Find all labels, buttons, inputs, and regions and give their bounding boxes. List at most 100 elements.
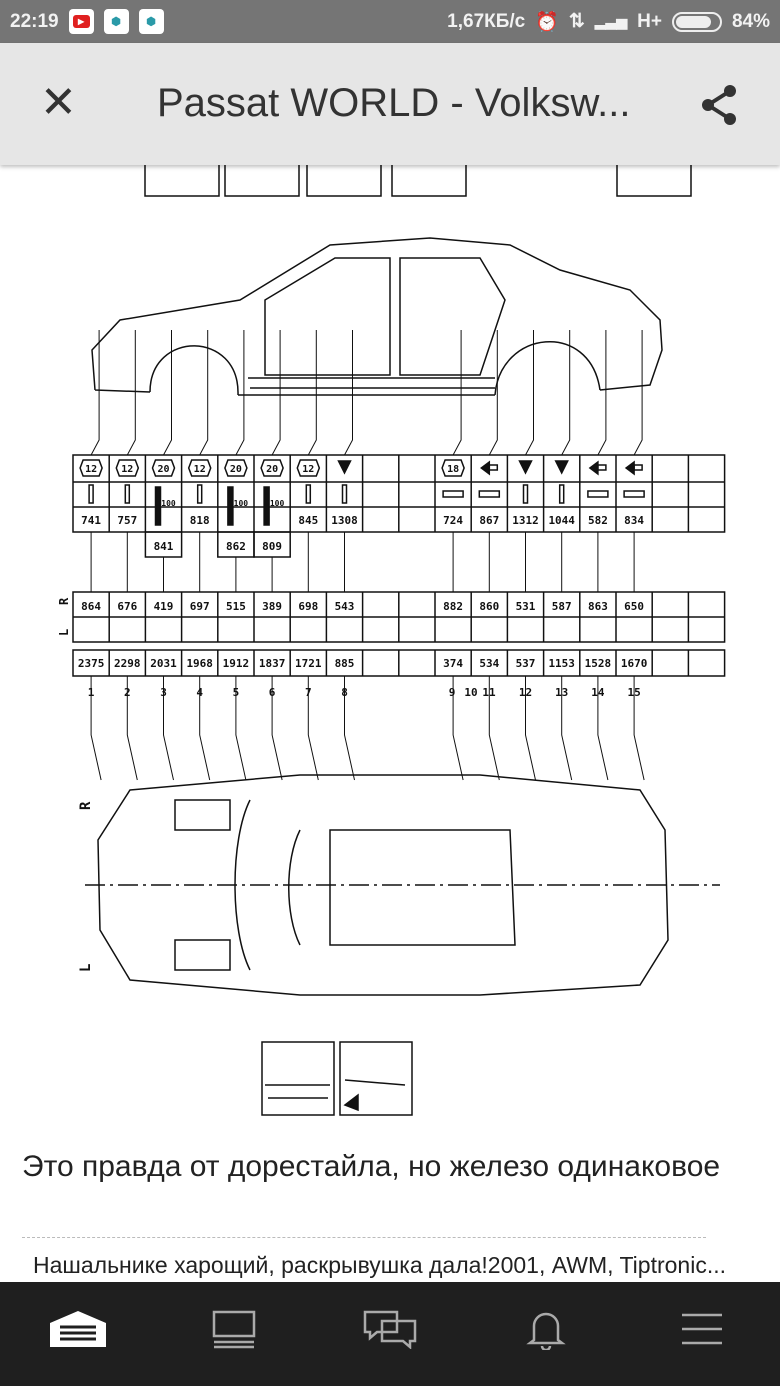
- app-bar: ✕ Passat WORLD - Volksw...: [0, 43, 780, 165]
- bolt-icon: [522, 484, 529, 504]
- battery-percent: 84%: [731, 10, 770, 32]
- point-number: 6: [269, 686, 276, 699]
- point-number: 12: [519, 686, 532, 699]
- bolt-icon: [587, 490, 609, 498]
- bolt-size-label: 20: [266, 464, 278, 475]
- arrow-down-icon: [337, 460, 352, 475]
- side-label-left-table: L: [57, 629, 71, 636]
- bolt-icon: [305, 484, 312, 504]
- post-comment[interactable]: Нашальнике харощий, раскрывушка дала!200…: [33, 1252, 726, 1278]
- nav-feed[interactable]: [194, 1299, 274, 1359]
- garage-icon: [50, 1311, 106, 1347]
- close-button[interactable]: ✕: [40, 78, 77, 127]
- bolt-icon: [196, 484, 203, 504]
- chat-icon: [363, 1310, 417, 1349]
- bolt-size-icon: [151, 459, 176, 477]
- value-upper: 724: [443, 514, 463, 527]
- value-lower: 2031: [150, 657, 177, 670]
- bolt-length-label: 100: [234, 499, 249, 508]
- value-lower: 1153: [548, 657, 575, 670]
- bolt-size-label: 20: [157, 464, 169, 475]
- arrow-left-icon: [624, 460, 635, 476]
- point-number: 9: [449, 686, 456, 699]
- bolt-length-label: 100: [161, 499, 176, 508]
- net-speed: 1,67КБ/с: [447, 10, 526, 32]
- bolt-icon: [124, 484, 131, 504]
- value-lower: 885: [335, 657, 355, 670]
- page-title: Passat WORLD - Volksw...: [157, 81, 631, 125]
- value-upper: 845: [298, 514, 318, 527]
- bolt-size-icon: [187, 459, 212, 477]
- car-side-view: [91, 237, 663, 396]
- value-lower: 2298: [114, 657, 141, 670]
- value-upper: 818: [190, 514, 210, 527]
- point-number: 8: [341, 686, 348, 699]
- bolt-size-label: 20: [230, 464, 242, 475]
- bolt-icon: [623, 490, 645, 498]
- youtube-icon: ▶: [68, 9, 94, 34]
- bolt-size-label: 12: [85, 464, 97, 475]
- value-upper: 1044: [548, 514, 575, 527]
- point-number: 13: [555, 686, 568, 699]
- bolt-size-icon: [115, 459, 140, 477]
- bolt-size-label: 12: [302, 464, 314, 475]
- status-time: 22:19: [10, 10, 59, 32]
- value-middle: 676: [117, 600, 137, 613]
- point-number: 4: [196, 686, 203, 699]
- arrow-down-icon: [518, 460, 533, 475]
- nav-home[interactable]: [38, 1299, 118, 1359]
- app-notification-icon: ⬢: [103, 9, 129, 34]
- network-type: H+: [637, 10, 662, 32]
- bolt-size-icon: [224, 459, 248, 477]
- point-number: 11: [482, 686, 496, 699]
- value-upper: 867: [479, 514, 499, 527]
- bolt-icon: [558, 484, 565, 504]
- value-lower: 537: [516, 657, 536, 670]
- value-middle: 882: [443, 600, 463, 613]
- value-lower: 2375: [78, 657, 105, 670]
- arrow-left-icon: [588, 460, 599, 476]
- data-transfer-icon: ⇅: [568, 11, 585, 32]
- value-upper: 757: [117, 514, 137, 527]
- bolt-size-icon: [260, 459, 284, 477]
- value-middle: 860: [479, 600, 499, 613]
- value-middle: 698: [298, 600, 318, 613]
- menu-icon: [682, 1313, 722, 1345]
- nav-notifications[interactable]: [506, 1299, 586, 1359]
- bottom-nav: [0, 1282, 780, 1386]
- bolt-icon: [478, 490, 501, 498]
- status-bar: 22:19 ▶ ⬢ ⬢ 1,67КБ/с ⏰ ⇅ ▂▃▅ H+ 84%: [0, 0, 780, 43]
- feed-icon: [212, 1310, 256, 1349]
- nav-menu[interactable]: [662, 1299, 742, 1359]
- app-notification-icon: ⬢: [138, 9, 164, 34]
- value-lower: 1721: [295, 657, 322, 670]
- point-number: 10: [464, 686, 477, 699]
- value-upper: 582: [588, 514, 608, 527]
- value-lower: 1912: [223, 657, 250, 670]
- point-number: 5: [233, 686, 240, 699]
- value-middle: 697: [190, 600, 210, 613]
- share-button[interactable]: [700, 83, 740, 132]
- bolt-icon: [263, 486, 270, 526]
- divider: [22, 1237, 706, 1238]
- nav-messages[interactable]: [350, 1299, 430, 1359]
- side-label-left: L: [78, 964, 94, 972]
- bolt-icon: [227, 486, 234, 526]
- value-middle: 543: [335, 600, 355, 613]
- bolt-size-icon: [441, 459, 465, 477]
- point-number: 14: [591, 686, 605, 699]
- value-upper: 741: [81, 514, 101, 527]
- bolt-size-icon: [79, 459, 103, 477]
- value-upper: 1308: [331, 514, 358, 527]
- arrow-left-icon: [480, 460, 491, 476]
- car-top-view: [85, 774, 720, 996]
- point-number: 1: [88, 686, 95, 699]
- value-lower: 1968: [186, 657, 213, 670]
- bolt-size-label: 12: [194, 464, 206, 475]
- value-upper: 834: [624, 514, 644, 527]
- value-lower: 1837: [259, 657, 286, 670]
- bolt-icon: [154, 486, 162, 526]
- point-number: 15: [627, 686, 640, 699]
- bolt-icon: [442, 490, 464, 498]
